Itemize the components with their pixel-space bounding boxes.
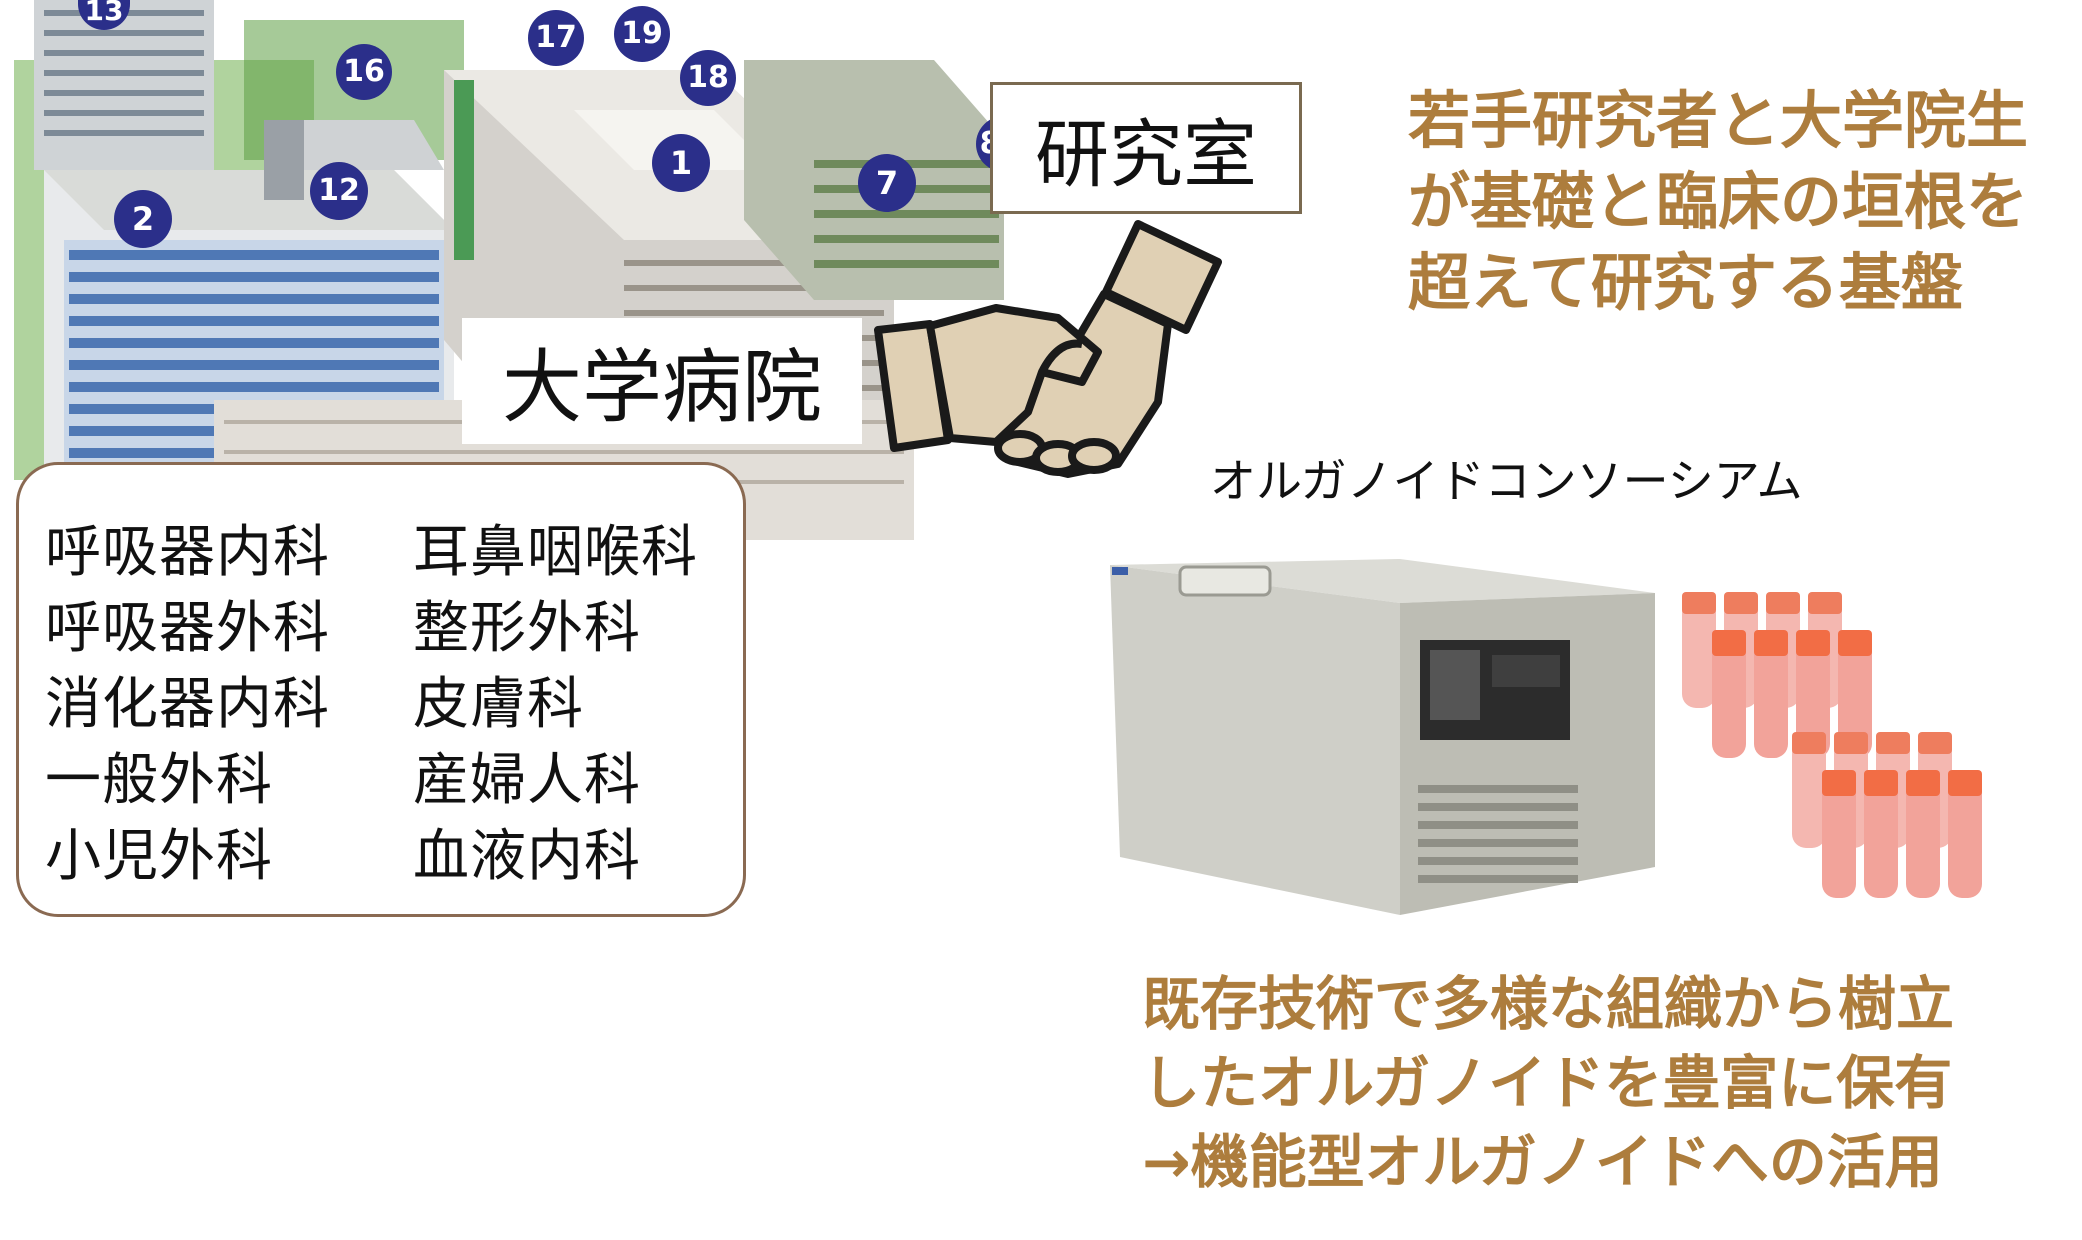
statement-line: →機能型オルガノイドへの活用: [1142, 1128, 1943, 1196]
statement-line: 若手研究者と大学院生: [1408, 84, 2029, 157]
map-marker-12: 12: [310, 162, 368, 220]
campus-map-image: [14, 0, 1014, 540]
department-item: 小児外科: [45, 824, 273, 889]
freezer-image: [1110, 559, 1655, 915]
statement-line: したオルガノイドを豊富に保有: [1142, 1049, 1953, 1117]
department-list-panel: 呼吸器内科 呼吸器外科 消化器内科 一般外科 小児外科 耳鼻咽喉科 整形外科 皮…: [16, 462, 746, 917]
lab-label: 研究室: [990, 82, 1302, 214]
department-item: 一般外科: [45, 748, 273, 813]
map-marker-13: 13: [78, 0, 130, 30]
map-marker-2: 2: [114, 190, 172, 248]
consortium-label: オルガノイドコンソーシアム: [1210, 454, 1803, 508]
hospital-label: 大学病院: [462, 318, 862, 444]
department-item: 耳鼻咽喉科: [413, 520, 698, 585]
map-marker-18: 18: [680, 50, 736, 106]
statement-line: が基礎と臨床の垣根を: [1408, 165, 2029, 238]
statement-line: 超えて研究する基盤: [1408, 246, 1963, 319]
department-item: 血液内科: [413, 824, 641, 889]
map-marker-16: 16: [336, 44, 392, 100]
department-item: 呼吸器外科: [45, 596, 330, 661]
map-marker-7: 7: [858, 154, 916, 212]
department-item: 整形外科: [413, 596, 641, 661]
department-item: 消化器内科: [45, 672, 330, 737]
statement-line: 既存技術で多様な組織から樹立: [1142, 970, 1955, 1038]
department-item: 皮膚科: [413, 672, 584, 737]
organoid-holdings-statement: 既存技術で多様な組織から樹立 したオルガノイドを豊富に保有 →機能型オルガノイド…: [1142, 965, 1954, 1202]
department-item: 呼吸器内科: [45, 520, 330, 585]
map-marker-19: 19: [614, 6, 670, 62]
map-marker-17: 17: [528, 10, 584, 66]
department-item: 産婦人科: [413, 748, 641, 813]
map-marker-1: 1: [652, 134, 710, 192]
research-platform-statement: 若手研究者と大学院生 が基礎と臨床の垣根を 超えて研究する基盤: [1408, 80, 2028, 323]
tube-rack-image: [1682, 592, 1982, 898]
handshake-icon: [874, 220, 1222, 478]
